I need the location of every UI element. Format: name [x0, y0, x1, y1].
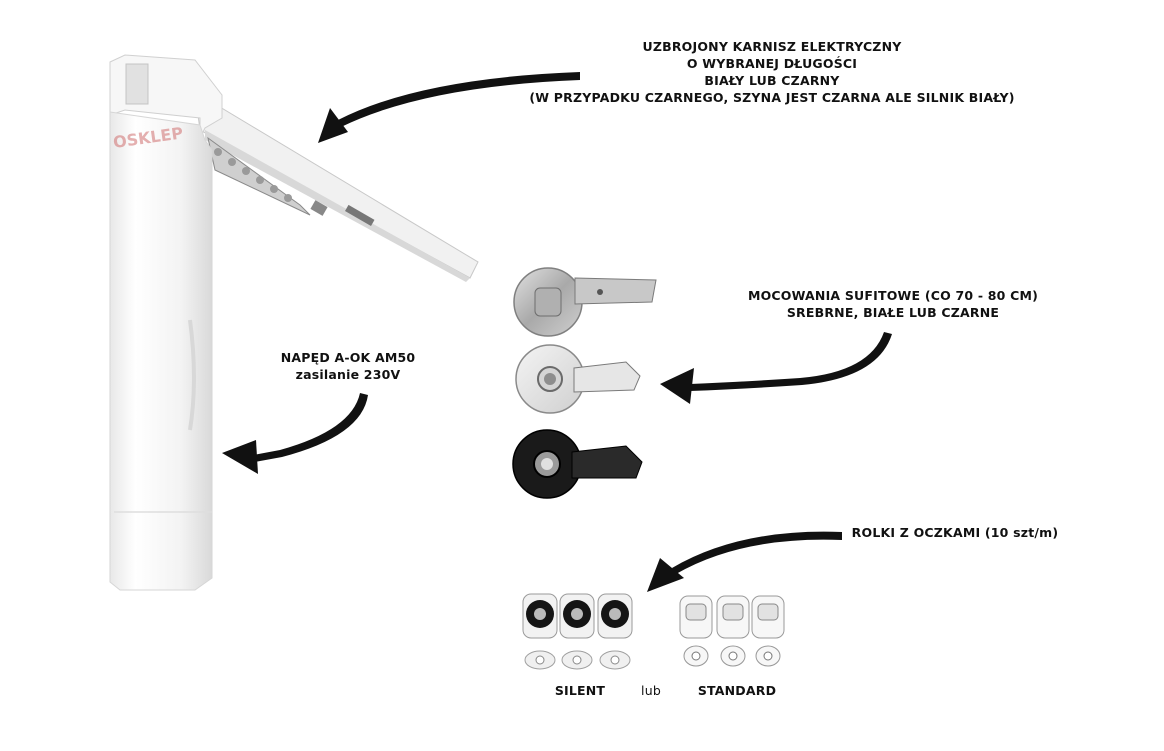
motor-caption: NAPĘD A-OK AM50 zasilanie 230V [278, 349, 418, 383]
roller-standard-2 [716, 595, 750, 667]
roller-silent-2 [559, 593, 595, 670]
rail-caption: UZBROJONY KARNISZ ELEKTRYCZNY O WYBRANEJ… [482, 38, 1062, 106]
standard-label: STANDARD [697, 683, 777, 698]
arrow-to-rail-icon [318, 72, 580, 143]
arrow-to-rollers-icon [647, 531, 842, 592]
rollers-caption: ROLKI Z OCZKAMI (10 szt/m) [840, 524, 1070, 541]
rail-caption-line1: UZBROJONY KARNISZ ELEKTRYCZNY [642, 39, 902, 54]
arrow-to-mounts-icon [660, 332, 892, 404]
ceiling-mount-silver [513, 267, 657, 337]
roller-silent-3 [597, 593, 633, 670]
roller-standard-3 [751, 595, 785, 667]
roller-standard-1 [679, 595, 713, 667]
motor-and-rail-photo: OSKLEP [109, 54, 479, 591]
rollers-caption-line1: ROLKI Z OCZKAMI (10 szt/m) [851, 525, 1059, 540]
mounts-caption-line2: SREBRNE, BIAŁE LUB CZARNE [786, 305, 1000, 320]
mounts-caption-line1: MOCOWANIA SUFITOWE (CO 70 - 80 CM) [747, 288, 1039, 303]
arrow-to-motor-icon [222, 393, 368, 474]
mounts-caption: MOCOWANIA SUFITOWE (CO 70 - 80 CM) SREBR… [738, 287, 1048, 321]
ceiling-mount-white [515, 344, 641, 414]
motor-caption-line1: NAPĘD A-OK AM50 [280, 350, 416, 365]
rail-caption-line4: (W PRZYPADKU CZARNEGO, SZYNA JEST CZARNA… [529, 90, 1015, 105]
silent-label: SILENT [554, 683, 606, 698]
motor-caption-line2: zasilanie 230V [295, 367, 401, 382]
rail-carriers [207, 136, 375, 226]
rail-caption-line3: BIAŁY LUB CZARNY [704, 73, 840, 88]
roller-silent-1 [522, 593, 558, 670]
lub-label: lub [641, 683, 661, 698]
ceiling-mount-black [512, 429, 643, 499]
rail-caption-line2: O WYBRANEJ DŁUGOŚCI [686, 56, 858, 71]
